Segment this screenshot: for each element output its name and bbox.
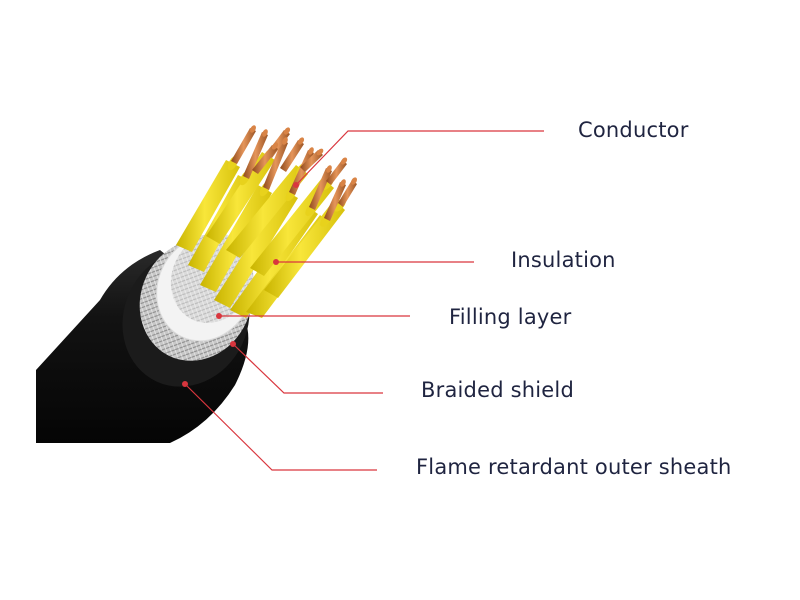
dot-insulation: [273, 259, 279, 265]
leader-dots: [182, 182, 299, 387]
label-insulation: Insulation: [511, 248, 616, 272]
label-outer-sheath: Flame retardant outer sheath: [416, 455, 732, 479]
leader-line-sheath: [184, 383, 377, 471]
dot-braided: [230, 341, 236, 347]
dot-filling: [216, 313, 222, 319]
leader-lines: [184, 130, 544, 471]
leader-line-conductor: [295, 130, 544, 186]
dot-conductor: [293, 182, 299, 188]
label-braided-shield: Braided shield: [421, 378, 574, 402]
copper-conductors: [231, 125, 357, 221]
dot-sheath: [182, 381, 188, 387]
label-filling-layer: Filling layer: [449, 305, 572, 329]
label-conductor: Conductor: [578, 118, 689, 142]
leader-line-braided: [232, 343, 383, 394]
